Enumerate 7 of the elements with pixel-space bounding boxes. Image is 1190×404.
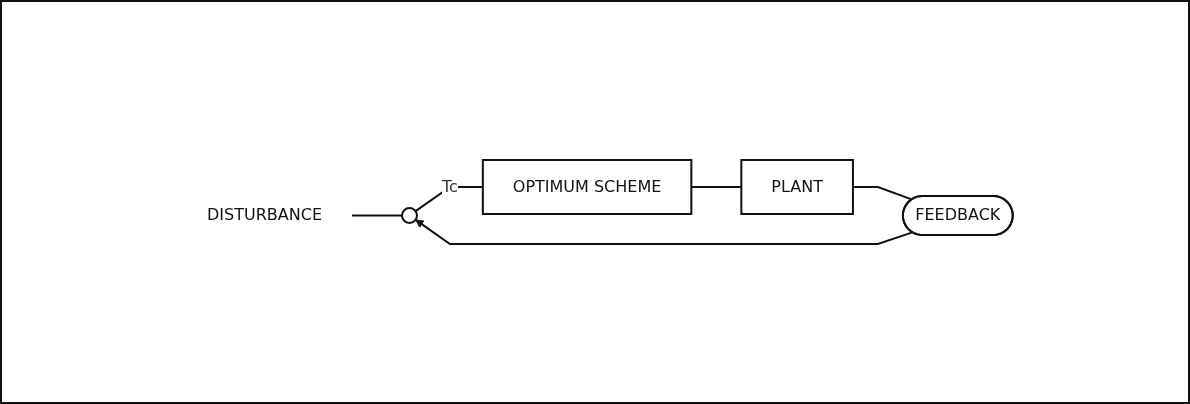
arrow xyxy=(415,219,914,245)
node-box: OPTIMUM SCHEME xyxy=(481,159,693,215)
node-circle xyxy=(401,207,419,224)
connector xyxy=(351,214,404,217)
node-box: PLANT xyxy=(740,159,855,215)
node-text: DISTURBANCE xyxy=(207,205,323,225)
edge-label: Tc xyxy=(442,177,458,196)
